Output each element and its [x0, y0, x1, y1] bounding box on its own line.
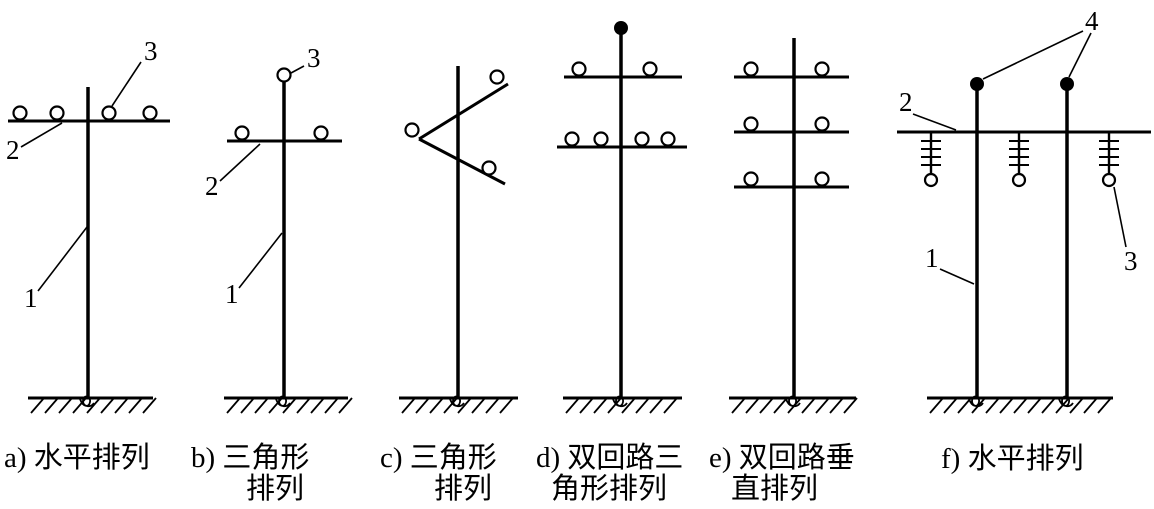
insulator: [489, 69, 505, 85]
panel-b: 3 2 1 b) 三角形 排列: [191, 43, 353, 505]
leader-overhead-left: [982, 30, 1084, 80]
pole-butt-squiggle: [1058, 395, 1074, 408]
caption-line1: c) 三角形: [380, 441, 497, 474]
panel-e: e) 双回路垂 直排列: [709, 38, 858, 505]
insulator: [564, 131, 580, 147]
caption-line2: 直排列: [731, 472, 818, 505]
insulator: [660, 131, 676, 147]
panel-f: 4 2 1 3 f) 水平排列: [897, 6, 1151, 475]
insulator: [814, 171, 830, 187]
caption-line1: b) 三角形: [191, 441, 309, 474]
label-pole: 1: [925, 243, 939, 273]
label-pole: 1: [225, 279, 239, 309]
ground-hatching: [401, 397, 514, 414]
insulator: [12, 105, 28, 121]
insulator: [923, 172, 939, 188]
insulator: [1101, 172, 1117, 188]
overhead-wire-dot: [1060, 77, 1074, 91]
label-crossarm: 2: [205, 171, 219, 201]
crossarm-upper: [418, 82, 509, 141]
label-insulator: 3: [307, 43, 321, 73]
insulator: [743, 61, 759, 77]
insulator-string-discs: [1009, 140, 1029, 166]
ground-hatching: [929, 397, 1112, 414]
insulator: [593, 131, 609, 147]
insulator: [142, 105, 158, 121]
leader-pole: [238, 232, 283, 289]
pole-butt-squiggle: [968, 395, 984, 408]
ground-hatching: [30, 397, 157, 414]
pole-butt-squiggle: [612, 395, 628, 408]
insulator: [642, 61, 658, 77]
pole-butt-squiggle: [785, 395, 801, 408]
caption: f) 水平排列: [941, 442, 1084, 475]
insulator: [743, 171, 759, 187]
leader-insulator: [290, 65, 305, 74]
leader-pole: [37, 226, 88, 292]
caption-line2: 排列: [246, 472, 304, 505]
panel-d: d) 双回路三 角形排列: [536, 21, 687, 505]
label-insulator: 3: [144, 36, 158, 66]
ground-hatching: [226, 397, 353, 414]
insulator: [101, 105, 117, 121]
caption-line2: 排列: [434, 472, 492, 505]
panel-a: 3 2 1 a) 水平排列: [4, 36, 170, 474]
label-crossarm: 2: [899, 87, 913, 117]
insulator: [814, 61, 830, 77]
crossarm-lower: [418, 137, 506, 186]
caption: a) 水平排列: [4, 441, 150, 474]
leader-crossarm: [219, 143, 261, 182]
pole-butt-squiggle: [79, 395, 95, 408]
caption-line1: d) 双回路三: [536, 441, 683, 474]
pole-butt-squiggle: [275, 395, 291, 408]
insulator-string-discs: [1099, 140, 1119, 166]
overhead-wire-dot: [970, 77, 984, 91]
panel-c: c) 三角形 排列: [380, 66, 518, 505]
caption-line1: e) 双回路垂: [709, 441, 855, 474]
insulator: [276, 67, 292, 83]
leader-crossarm: [912, 113, 957, 131]
leader-overhead-right: [1068, 32, 1092, 78]
insulator: [634, 131, 650, 147]
ground-hatching: [565, 397, 678, 414]
leader-crossarm: [20, 122, 63, 148]
label-insulator: 3: [1124, 246, 1138, 276]
insulator: [49, 105, 65, 121]
leader-insulator: [111, 61, 142, 107]
insulator: [814, 116, 830, 132]
leader-pole: [939, 268, 975, 285]
insulator: [313, 125, 329, 141]
insulator: [234, 125, 250, 141]
insulator: [481, 160, 497, 176]
insulator: [571, 61, 587, 77]
insulator: [404, 122, 420, 138]
leader-insulator: [1113, 186, 1127, 248]
caption-line2: 角形排列: [551, 472, 667, 505]
label-overhead: 4: [1085, 6, 1099, 36]
label-crossarm: 2: [6, 135, 20, 165]
insulator: [743, 116, 759, 132]
pole-butt-squiggle: [449, 395, 465, 408]
overhead-wire-dot: [614, 21, 628, 35]
label-pole: 1: [24, 283, 38, 313]
insulator-string-discs: [921, 140, 941, 166]
insulator: [1011, 172, 1027, 188]
